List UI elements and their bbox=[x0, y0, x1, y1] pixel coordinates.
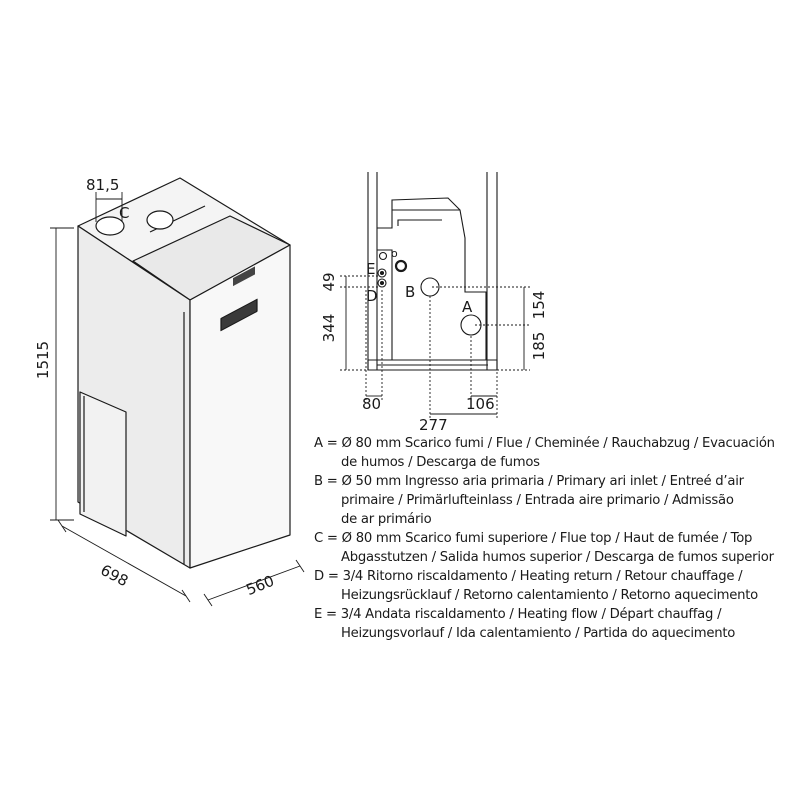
boiler-3d-view bbox=[77, 177, 291, 569]
label-c-3d: C bbox=[119, 204, 129, 222]
label-a: A bbox=[462, 298, 473, 316]
rear-inner-panel bbox=[377, 197, 487, 361]
legend-continuation: de ar primário bbox=[341, 512, 432, 527]
dim-81-5: 81,5 bbox=[86, 176, 119, 194]
dim-106: 106 bbox=[466, 395, 495, 413]
flue-c-top bbox=[95, 216, 125, 236]
legend-line: E = 3/4 Andata riscaldamento / Heating f… bbox=[314, 607, 722, 622]
dims-3d bbox=[50, 192, 305, 607]
fitting-o-glyph: o bbox=[391, 247, 398, 260]
control-display bbox=[220, 298, 258, 332]
fitting-e bbox=[377, 268, 387, 278]
legend-continuation: Heizungsrücklauf / Retorno calentamiento… bbox=[341, 588, 758, 603]
hole-a bbox=[460, 314, 482, 336]
label-d: D bbox=[366, 287, 378, 305]
legend-continuation: primaire / Primärlufteinlass / Entrada a… bbox=[341, 493, 734, 508]
side-access-door bbox=[79, 391, 127, 537]
control-badge bbox=[233, 266, 255, 287]
legend-line: C = Ø 80 mm Scarico fumi superiore / Flu… bbox=[314, 531, 753, 546]
label-b: B bbox=[405, 283, 415, 301]
legend-item: B = Ø 50 mm Ingresso aria primaria / Pri… bbox=[314, 472, 794, 529]
legend-item: D = 3/4 Ritorno riscaldamento / Heating … bbox=[314, 567, 794, 605]
dim-80: 80 bbox=[362, 395, 381, 413]
label-e: E bbox=[366, 260, 375, 278]
legend-line: D = 3/4 Ritorno riscaldamento / Heating … bbox=[314, 569, 743, 584]
legend-continuation: Heizungsvorlauf / Ida calentamiento / Pa… bbox=[341, 626, 736, 641]
boiler-front-face bbox=[189, 244, 291, 569]
legend-item: C = Ø 80 mm Scarico fumi superiore / Flu… bbox=[314, 529, 794, 567]
flue-top-2 bbox=[146, 210, 174, 230]
legend-line: B = Ø 50 mm Ingresso aria primaria / Pri… bbox=[314, 474, 744, 489]
dim-185: 185 bbox=[530, 332, 548, 361]
legend: A = Ø 80 mm Scarico fumi / Flue / Chemin… bbox=[314, 434, 794, 643]
dim-154: 154 bbox=[530, 291, 548, 320]
dim-49: 49 bbox=[320, 272, 338, 291]
boiler-rear-view bbox=[367, 172, 498, 371]
dim-277: 277 bbox=[419, 416, 448, 434]
legend-item: E = 3/4 Andata riscaldamento / Heating f… bbox=[314, 605, 794, 643]
dim-698: 698 bbox=[97, 561, 131, 590]
fitting-o bbox=[394, 259, 408, 273]
legend-continuation: Abgasstutzen / Salida humos superior / D… bbox=[341, 550, 774, 565]
dim-560: 560 bbox=[243, 572, 276, 599]
dim-1515: 1515 bbox=[34, 341, 52, 379]
dim-344: 344 bbox=[320, 314, 338, 343]
legend-continuation: de humos / Descarga de fumos bbox=[341, 455, 540, 470]
fitting-top bbox=[378, 251, 388, 261]
legend-line: A = Ø 80 mm Scarico fumi / Flue / Chemin… bbox=[314, 436, 775, 451]
legend-item: A = Ø 80 mm Scarico fumi / Flue / Chemin… bbox=[314, 434, 794, 472]
fitting-d bbox=[377, 278, 387, 288]
dims-rear bbox=[340, 275, 530, 420]
